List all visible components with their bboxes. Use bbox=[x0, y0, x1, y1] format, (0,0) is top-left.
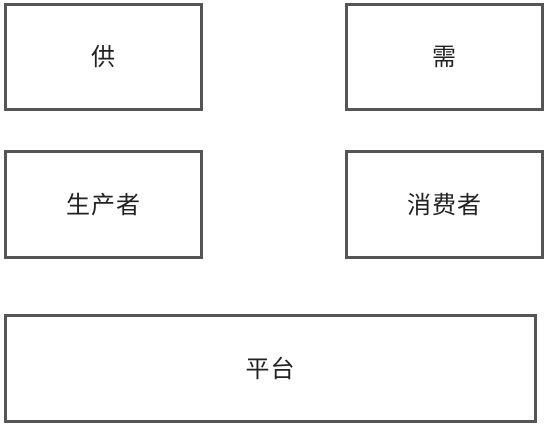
producer-label: 生产者 bbox=[66, 190, 141, 219]
demand-label: 需 bbox=[432, 43, 457, 71]
consumer-label: 消费者 bbox=[407, 190, 482, 219]
supply-box: 供 bbox=[4, 3, 203, 111]
consumer-box: 消费者 bbox=[345, 150, 544, 259]
supply-label: 供 bbox=[91, 43, 116, 71]
platform-label: 平台 bbox=[245, 354, 296, 383]
platform-box: 平台 bbox=[4, 314, 537, 423]
producer-box: 生产者 bbox=[4, 150, 203, 259]
demand-box: 需 bbox=[345, 3, 544, 111]
